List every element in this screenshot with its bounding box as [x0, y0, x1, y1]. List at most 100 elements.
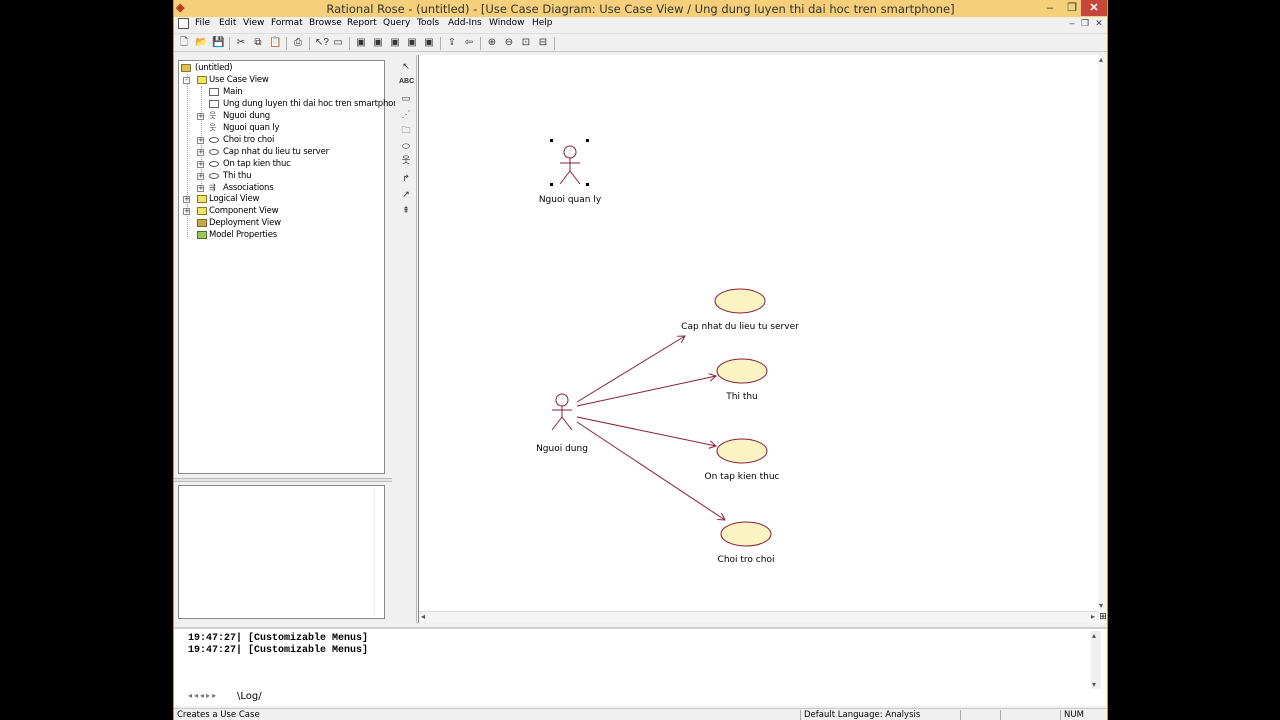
- toolbar-separator: [286, 37, 287, 50]
- use-case-review-label: On tap kien thuc: [704, 472, 780, 482]
- mdi-close-button[interactable]: ✕: [1095, 18, 1103, 28]
- menu-tools[interactable]: Tools: [417, 18, 440, 28]
- menu-view[interactable]: View: [243, 18, 265, 28]
- scroll-left-icon[interactable]: ◂: [421, 612, 426, 621]
- doc-scrollbar[interactable]: [374, 488, 382, 616]
- document-icon[interactable]: [178, 18, 189, 29]
- log-scrollbar[interactable]: ▴ ▾: [1091, 631, 1101, 689]
- association-update[interactable]: [576, 336, 685, 403]
- use-case-review[interactable]: [716, 438, 768, 464]
- unidirectional-association-icon[interactable]: ↱: [402, 173, 410, 183]
- browse-parent-icon[interactable]: ⇪: [447, 37, 457, 48]
- package-icon[interactable]: 🗀: [401, 125, 411, 135]
- save-icon[interactable]: 💾: [212, 37, 225, 48]
- actor-icon[interactable]: 웃: [401, 155, 411, 165]
- selection-handles[interactable]: [550, 139, 589, 186]
- log-tab[interactable]: \Log/: [237, 691, 262, 702]
- minimize-button[interactable]: –: [1046, 2, 1054, 14]
- expand-icon[interactable]: +: [197, 172, 204, 180]
- browser-tree[interactable]: (untitled) - Use Case View Main Ung dung…: [178, 60, 404, 474]
- use-case-game[interactable]: [720, 521, 772, 547]
- browser-splitter[interactable]: [174, 478, 392, 482]
- actor-icon: 웃: [209, 111, 217, 120]
- browse-class-icon[interactable]: ▣: [356, 37, 366, 48]
- selection-arrow-icon[interactable]: ↖: [402, 61, 410, 71]
- print-icon[interactable]: ⎙: [294, 37, 302, 48]
- scroll-right-icon[interactable]: ▸: [1090, 612, 1095, 621]
- browse-interaction-icon[interactable]: ▣: [373, 37, 383, 48]
- menu-format[interactable]: Format: [271, 18, 303, 28]
- tree-item-label: Choi tro choi: [223, 135, 275, 145]
- tree-item-label: Model Properties: [209, 230, 277, 240]
- tree-item-label: Deployment View: [209, 218, 281, 228]
- expand-icon[interactable]: +: [197, 160, 204, 168]
- expand-icon[interactable]: +: [197, 136, 204, 144]
- standard-toolbar: 🗋 📂 💾 ✂ ⧉ 📋 ⎙ ↖? ▭ ▣ ▣ ▣ ▣ ▣ ⇪ ⇦ ⊕ ⊖ ⊡ ⊟: [174, 33, 1107, 52]
- toolbar-separator: [349, 37, 350, 50]
- tree-item-label: Cap nhat du lieu tu server: [223, 147, 329, 157]
- context-help-icon[interactable]: ↖?: [315, 37, 329, 48]
- menu-edit[interactable]: Edit: [219, 18, 237, 28]
- fit-in-window-icon[interactable]: ⊡: [521, 37, 531, 48]
- expand-icon[interactable]: +: [197, 184, 204, 192]
- browse-deployment-icon[interactable]: ▣: [407, 37, 417, 48]
- log-window[interactable]: 19:47:27| [Customizable Menus] 19:47:27|…: [174, 627, 1107, 706]
- generalization-icon[interactable]: ⇞: [402, 205, 410, 215]
- title-bar[interactable]: ◈ Rational Rose - (untitled) - [Use Case…: [174, 0, 1107, 17]
- menu-browse[interactable]: Browse: [309, 18, 342, 28]
- menu-query[interactable]: Query: [383, 18, 411, 28]
- diagram-horizontal-scrollbar[interactable]: ◂ ▸: [419, 611, 1099, 623]
- scroll-down-icon[interactable]: ▾: [1092, 680, 1097, 689]
- view-doc-icon[interactable]: ▭: [333, 37, 343, 48]
- use-case-diagram-canvas[interactable]: Nguoi quan ly Nguoi dung Cap nhat du lie…: [418, 55, 1107, 623]
- maximize-button[interactable]: ❐: [1067, 2, 1077, 14]
- use-case-test[interactable]: [716, 358, 768, 384]
- cut-icon[interactable]: ✂: [236, 37, 246, 48]
- expand-icon[interactable]: +: [197, 148, 204, 156]
- mdi-restore-button[interactable]: ❐: [1080, 18, 1090, 28]
- use-case-diagram-icon: [209, 88, 219, 96]
- browse-state-icon[interactable]: ▣: [424, 37, 434, 48]
- browse-component-icon[interactable]: ▣: [390, 37, 400, 48]
- collapse-icon[interactable]: -: [183, 77, 190, 84]
- menu-file[interactable]: File: [195, 18, 211, 28]
- mdi-minimize-button[interactable]: –: [1069, 18, 1075, 28]
- actor-admin[interactable]: [559, 145, 581, 185]
- scroll-down-icon[interactable]: ▾: [1099, 601, 1104, 610]
- anchor-note-icon[interactable]: ⋰: [401, 109, 411, 119]
- documentation-window[interactable]: [178, 485, 385, 619]
- scroll-up-icon[interactable]: ▴: [1092, 631, 1097, 640]
- expand-icon[interactable]: +: [197, 112, 204, 120]
- log-tab-navigation[interactable]: ◂◂◂▸▸: [188, 691, 219, 700]
- use-case-icon[interactable]: ⬭: [402, 141, 410, 151]
- menu-window[interactable]: Window: [489, 18, 525, 28]
- note-icon[interactable]: ▭: [401, 93, 411, 103]
- menu-report[interactable]: Report: [347, 18, 377, 28]
- expand-icon[interactable]: +: [183, 195, 190, 203]
- association-test[interactable]: [576, 376, 716, 407]
- status-message: Creates a Use Case: [177, 710, 260, 720]
- new-icon[interactable]: 🗋: [179, 37, 189, 48]
- paste-icon[interactable]: 📋: [269, 37, 282, 48]
- rational-rose-window: ◈ Rational Rose - (untitled) - [Use Case…: [173, 0, 1108, 720]
- use-case-update[interactable]: [714, 288, 766, 314]
- expand-icon[interactable]: +: [183, 207, 190, 215]
- folder-icon: [197, 76, 207, 84]
- actor-user[interactable]: [551, 393, 573, 431]
- menu-help[interactable]: Help: [532, 18, 553, 28]
- overview-navigator-icon[interactable]: ⊞: [1099, 611, 1107, 621]
- dependency-icon[interactable]: ↗: [402, 189, 410, 199]
- close-button[interactable]: ✕: [1081, 0, 1107, 16]
- scroll-up-icon[interactable]: ▴: [1099, 55, 1104, 64]
- association-review[interactable]: [576, 416, 716, 446]
- menu-add-ins[interactable]: Add-Ins: [448, 18, 482, 28]
- undo-fit-icon[interactable]: ⊟: [538, 37, 548, 48]
- open-icon[interactable]: 📂: [195, 37, 208, 48]
- zoom-in-icon[interactable]: ⊕: [487, 37, 497, 48]
- copy-icon[interactable]: ⧉: [254, 37, 262, 48]
- association-game[interactable]: [576, 421, 725, 520]
- zoom-out-icon[interactable]: ⊖: [504, 37, 514, 48]
- text-box-icon[interactable]: ABC: [399, 78, 415, 85]
- browse-previous-icon[interactable]: ⇦: [464, 37, 474, 48]
- diagram-vertical-scrollbar[interactable]: ▴ ▾: [1098, 55, 1107, 610]
